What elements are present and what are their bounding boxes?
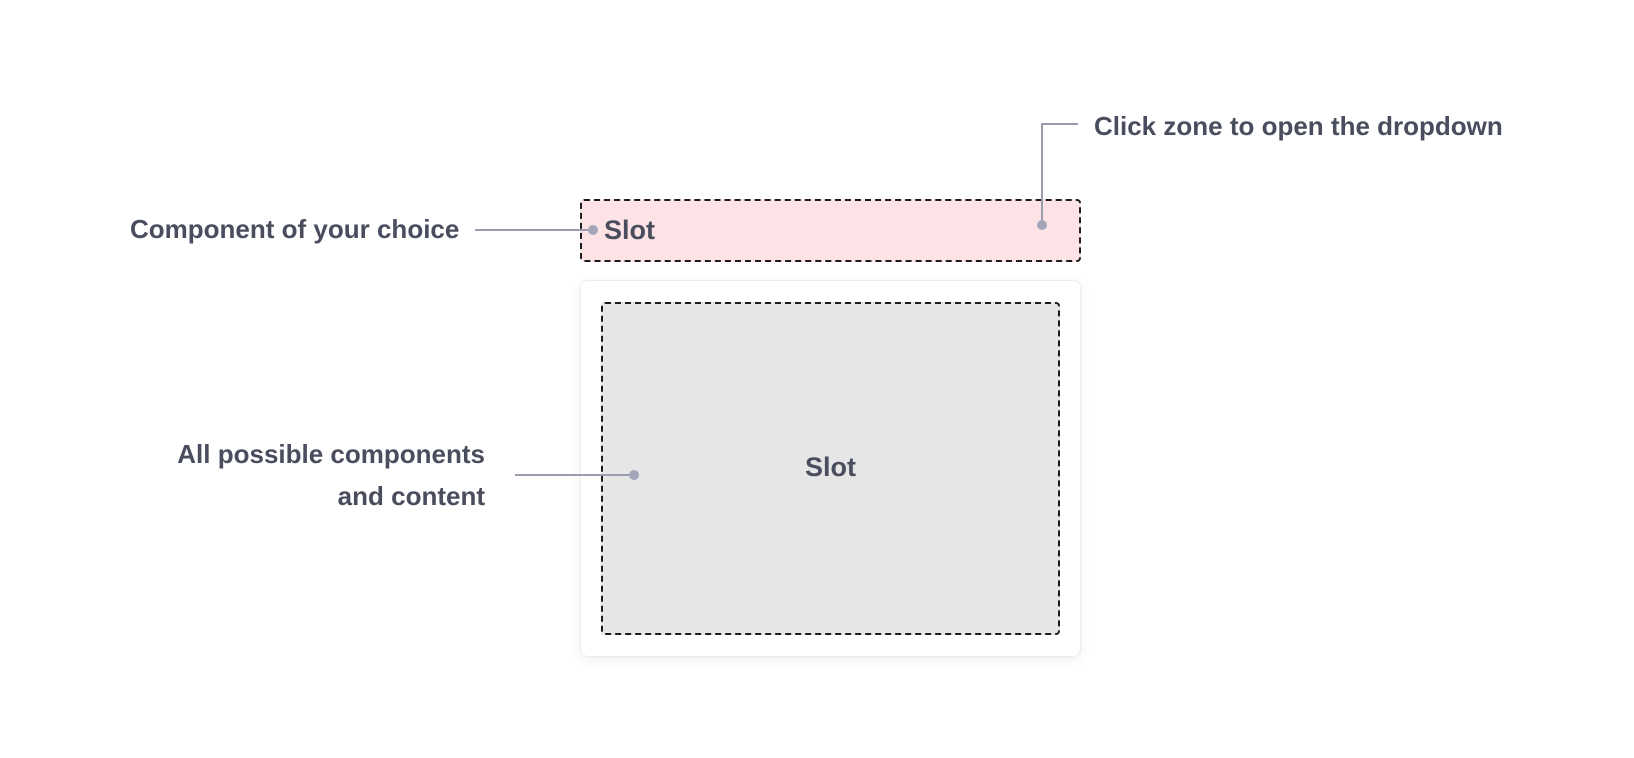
annotation-content-line-2: and content — [337, 481, 485, 511]
annotation-content-line-1: All possible components — [177, 439, 485, 469]
annotation-component-of-choice: Component of your choice — [130, 214, 460, 244]
annotation-click-zone: Click zone to open the dropdown — [1094, 111, 1503, 141]
dropdown-panel: Slot — [580, 280, 1081, 657]
annotation-content: All possible components and content — [177, 433, 485, 517]
content-slot: Slot — [601, 302, 1060, 635]
trigger-click-zone[interactable]: Slot — [580, 199, 1081, 262]
trigger-slot-label: Slot — [604, 215, 655, 245]
content-slot-label: Slot — [805, 452, 856, 482]
